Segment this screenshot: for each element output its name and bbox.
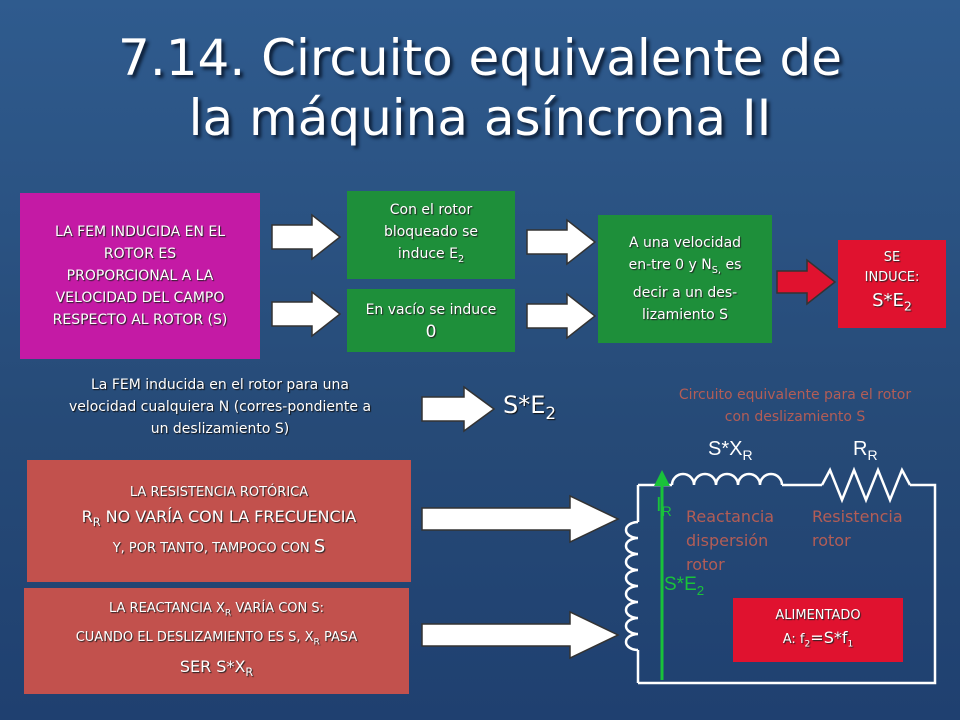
red-arrow-right-icon (776, 258, 837, 306)
source-coil (624, 520, 639, 652)
resistor-rr (820, 466, 912, 504)
wire-right-bottom (638, 483, 937, 685)
rotor-resistance-box: LA RESISTENCIA ROTÓRICA RR NO VARÍA CON … (27, 460, 411, 582)
arrow-right-icon (271, 213, 342, 261)
label-ir: IR (656, 494, 672, 519)
label-se2: S*E2 (664, 574, 705, 598)
arrow-right-icon (421, 494, 620, 544)
fem-box-line-2: ROTOR ES (103, 246, 177, 262)
title-line-1: 7.14. Circuito equivalente de (118, 29, 842, 87)
react-label-2: dispersión (686, 531, 769, 550)
caption-line-2: con deslizamiento S (724, 409, 866, 425)
resistance-label: Resistencia rotor (812, 505, 903, 553)
fem-proportional-box: LA FEM INDUCIDA EN EL ROTOR ES PROPORCIO… (20, 193, 260, 359)
locked-line-1: Con el rotor (389, 202, 473, 219)
arrow-right-icon (526, 292, 597, 340)
fem-any-speed-text: La FEM inducida en el rotor para una vel… (20, 374, 420, 440)
no-load-box: En vacío se induce 0 (347, 289, 515, 352)
arrow-right-icon (421, 610, 620, 660)
locked-line-3: induce E2 (397, 246, 465, 265)
react-label-3: rotor (686, 555, 725, 574)
induces-line-3: S*E2 (872, 290, 912, 314)
fem-any-line-2: velocidad cualquiera N (corres-pondiente… (68, 399, 372, 415)
speed-line-1: A una velocidad (628, 235, 742, 252)
speed-line-2: en-tre 0 y NS, es (628, 257, 742, 276)
locked-rotor-box: Con el rotor bloqueado se induce E2 (347, 191, 515, 279)
rotor-equivalent-circuit (624, 466, 937, 685)
label-sxr: S*XR (708, 438, 753, 463)
speed-line-4: lizamiento S (641, 306, 729, 323)
fem-box-line-4: VELOCIDAD DEL CAMPO (55, 290, 225, 306)
arrow-right-icon (271, 290, 342, 338)
fed-frequency-box: ALIMENTADO A: f2=S*f1 (733, 598, 903, 662)
resist-label-1: Resistencia (812, 507, 903, 526)
reactance-line-2: CUANDO EL DESLIZAMIENTO ES S, XR PASA (75, 629, 358, 648)
result-se2: S*E2 (503, 391, 557, 423)
fem-any-line-1: La FEM inducida en el rotor para una (90, 377, 350, 393)
speed-line-3: decir a un des- (632, 284, 738, 301)
induces-line-1: SE (883, 250, 901, 266)
circuit-caption: Circuito equivalente para el rotor con d… (640, 384, 950, 428)
arrow-right-icon (526, 218, 597, 266)
reactance-label: Reactancia dispersión rotor (686, 505, 774, 577)
induces-line-2: INDUCE: (864, 270, 920, 286)
arrow-right-icon (421, 385, 496, 433)
fem-box-line-5: RESPECTO AL ROTOR (S) (52, 312, 228, 328)
noload-line-1: En vacío se induce (365, 301, 497, 318)
label-rr: RR (853, 438, 878, 463)
induces-box: SE INDUCE: S*E2 (838, 240, 946, 328)
resistance-line-2: RR NO VARÍA CON LA FRECUENCIA (81, 506, 357, 530)
slip-speed-box: A una velocidad en-tre 0 y NS, es decir … (598, 215, 772, 343)
title-line-2: la máquina asíncrona II (188, 89, 772, 147)
locked-line-2: bloqueado se (383, 224, 479, 241)
fem-box-line-1: LA FEM INDUCIDA EN EL (54, 224, 226, 240)
reactance-line-3: SER S*XR (179, 656, 254, 679)
current-arrow-icon (654, 470, 670, 680)
react-label-1: Reactancia (686, 507, 775, 526)
slide-title: 7.14. Circuito equivalente de la máquina… (0, 28, 960, 148)
fem-box-line-3: PROPORCIONAL A LA (66, 268, 214, 284)
fed-line-1: ALIMENTADO (775, 607, 861, 623)
reactance-line-1: LA REACTANCIA XR VARÍA CON S: (108, 601, 325, 619)
fem-any-line-3: un deslizamiento S) (150, 421, 290, 437)
fed-line-2: A: f2=S*f1 (782, 627, 854, 650)
resistance-line-1: LA RESISTENCIA ROTÓRICA (129, 484, 309, 500)
rotor-reactance-box: LA REACTANCIA XR VARÍA CON S: CUANDO EL … (24, 588, 409, 694)
inductor-xr (670, 472, 784, 486)
caption-line-1: Circuito equivalente para el rotor (678, 387, 912, 403)
noload-line-2: 0 (425, 321, 437, 342)
resist-label-2: rotor (812, 531, 851, 550)
resistance-line-3: Y, POR TANTO, TAMPOCO CON S (112, 536, 326, 558)
